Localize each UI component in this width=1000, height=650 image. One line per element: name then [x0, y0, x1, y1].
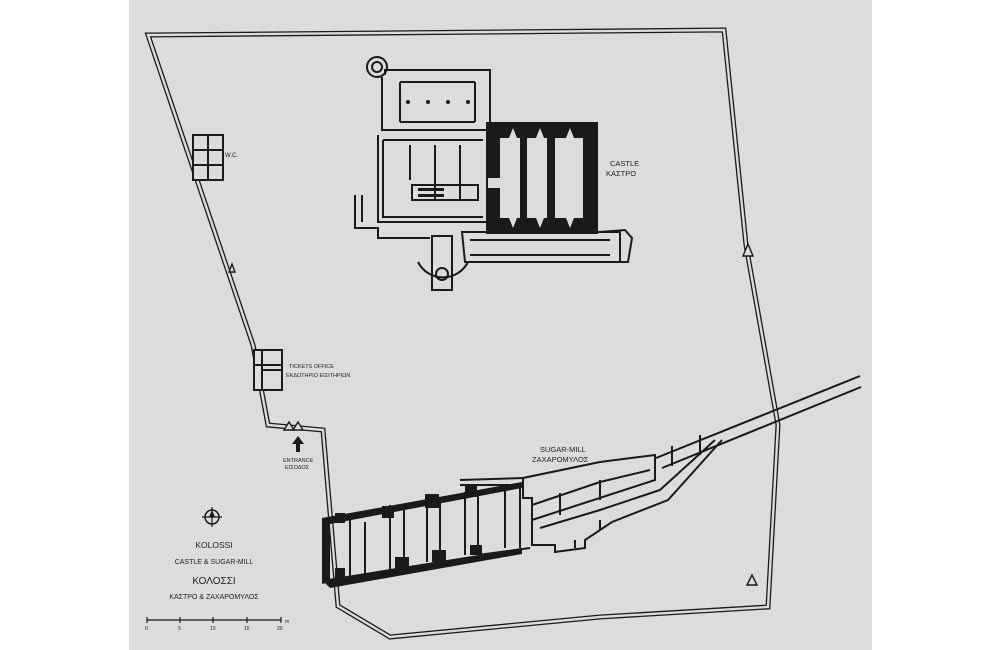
- wc-label: W.C.: [225, 153, 238, 159]
- castle-annex-details: [406, 100, 470, 197]
- wc-building: [192, 134, 224, 181]
- castle-keep: [486, 122, 598, 234]
- legend-title-en: KOLOSSI: [195, 540, 232, 550]
- legend-subtitle-en: CASTLE & SUGAR-MILL: [175, 559, 254, 566]
- castle-label-gr: ΚΑΣΤΡΟ: [606, 169, 636, 178]
- ticket-office-label-en: TICKETS OFFICE: [289, 364, 334, 370]
- plan-sheet: [129, 0, 872, 650]
- legend-subtitle-gr: ΚΑΣΤΡΟ & ΖΑΧΑΡΟΜΥΛΟΣ: [169, 594, 259, 601]
- sugar-mill-label-en: SUGAR-MILL: [540, 445, 586, 454]
- ticket-office-label-gr: ΕΚΔΟΤΗΡΙΟ ΕΙΣΙΤΗΡΙΩΝ: [286, 373, 350, 379]
- wall-markers: [227, 242, 759, 586]
- scale-bar-labels: 0 5 10 15 20 m: [145, 619, 289, 632]
- entrance-label-gr: ΕΙΣΟΔΟΣ: [285, 465, 310, 471]
- boundary-wall: [144, 27, 781, 640]
- scale-tick-label: 5: [178, 626, 181, 632]
- entrance-arrow-icon: [292, 436, 304, 452]
- castle-label-en: CASTLE: [610, 159, 639, 168]
- sugar-mill-walls: [322, 482, 522, 588]
- castle-annex: [354, 56, 634, 291]
- aqueduct: [655, 375, 862, 469]
- scale-tick-label: 15: [244, 626, 250, 632]
- legend-title-gr: ΚΟΛΟΣΣΙ: [192, 576, 235, 587]
- scale-unit-label: m: [285, 619, 289, 625]
- scale-tick-label: 0: [145, 626, 148, 632]
- scale-tick-label: 10: [210, 626, 216, 632]
- sugar-mill-label-gr: ΖΑΧΑΡΟΜΥΛΟΣ: [532, 455, 589, 464]
- north-compass-icon: [202, 507, 222, 527]
- scale-tick-label: 20: [277, 626, 283, 632]
- scale-bar: [146, 617, 282, 623]
- entrance-label-en: ENTRANCE: [283, 458, 314, 464]
- ticket-office-building: [253, 349, 283, 391]
